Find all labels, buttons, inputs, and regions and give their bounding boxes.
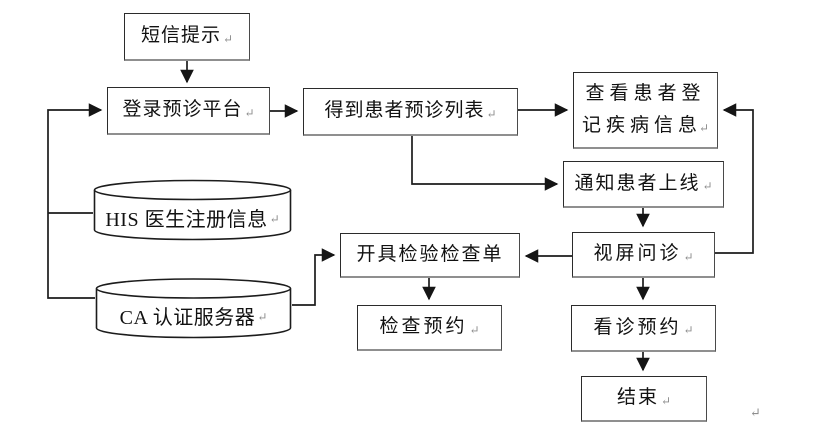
node-exam-appointment: 检查预约 ↵ [357, 305, 502, 351]
node-notify-patient-online-label: 通知患者上线 [574, 172, 701, 194]
node-end-label: 结束 [616, 387, 659, 409]
node-visit-appointment-label: 看诊预约 [593, 316, 682, 338]
node-notify-patient-online: 通知患者上线 ↵ [563, 161, 724, 208]
node-view-disease-info-line1: 查看患者登 [585, 82, 706, 104]
paragraph-mark: ↵ [683, 249, 694, 264]
db-his-doctor-registry-label: HIS 医生注册信息 [105, 208, 268, 231]
edge-ca-order [292, 248, 336, 306]
paragraph-mark: ↵ [486, 106, 497, 121]
node-view-disease-info: 查看患者登 记疾病信息 ↵ [573, 72, 718, 149]
db-his-doctor-registry: HIS 医生注册信息 ↵ [93, 179, 292, 241]
db-ca-auth-server: CA 认证服务器 ↵ [95, 278, 292, 339]
paragraph-mark: ↵ [269, 211, 280, 226]
paragraph-mark: ↵ [660, 393, 672, 408]
paragraph-mark: ↵ [222, 31, 234, 46]
node-exam-appointment-label: 检查预约 [379, 316, 468, 338]
paragraph-mark: ↵ [469, 322, 480, 337]
node-issue-test-order: 开具检验检查单 [340, 233, 520, 278]
db-ca-auth-server-label: CA 认证服务器 [119, 307, 256, 329]
paragraph-mark: ↵ [257, 310, 268, 324]
paragraph-mark: ↵ [244, 105, 255, 120]
node-end: 结束 ↵ [581, 376, 707, 422]
node-login-platform: 登录预诊平台 ↵ [107, 87, 270, 135]
paragraph-mark: ↵ [750, 405, 761, 420]
node-video-consultation-label: 视屏问诊 [593, 243, 682, 265]
edge-list-notify [411, 136, 559, 191]
node-sms-alert: 短信提示 ↵ [124, 13, 250, 61]
node-visit-appointment: 看诊预约 ↵ [571, 305, 716, 352]
node-patient-list: 得到患者预诊列表 ↵ [303, 88, 518, 136]
node-video-consultation: 视屏问诊 ↵ [572, 232, 715, 278]
paragraph-mark: ↵ [702, 179, 713, 193]
node-login-platform-label: 登录预诊平台 [122, 99, 243, 121]
node-view-disease-info-line2: 记疾病信息 [581, 115, 702, 136]
node-patient-list-label: 得到患者预诊列表 [324, 100, 485, 122]
paragraph-mark: ↵ [683, 323, 694, 337]
paragraph-mark: ↵ [698, 120, 710, 135]
node-sms-alert-label: 短信提示 [140, 25, 221, 47]
node-issue-test-order-label: 开具检验检查单 [356, 243, 504, 265]
